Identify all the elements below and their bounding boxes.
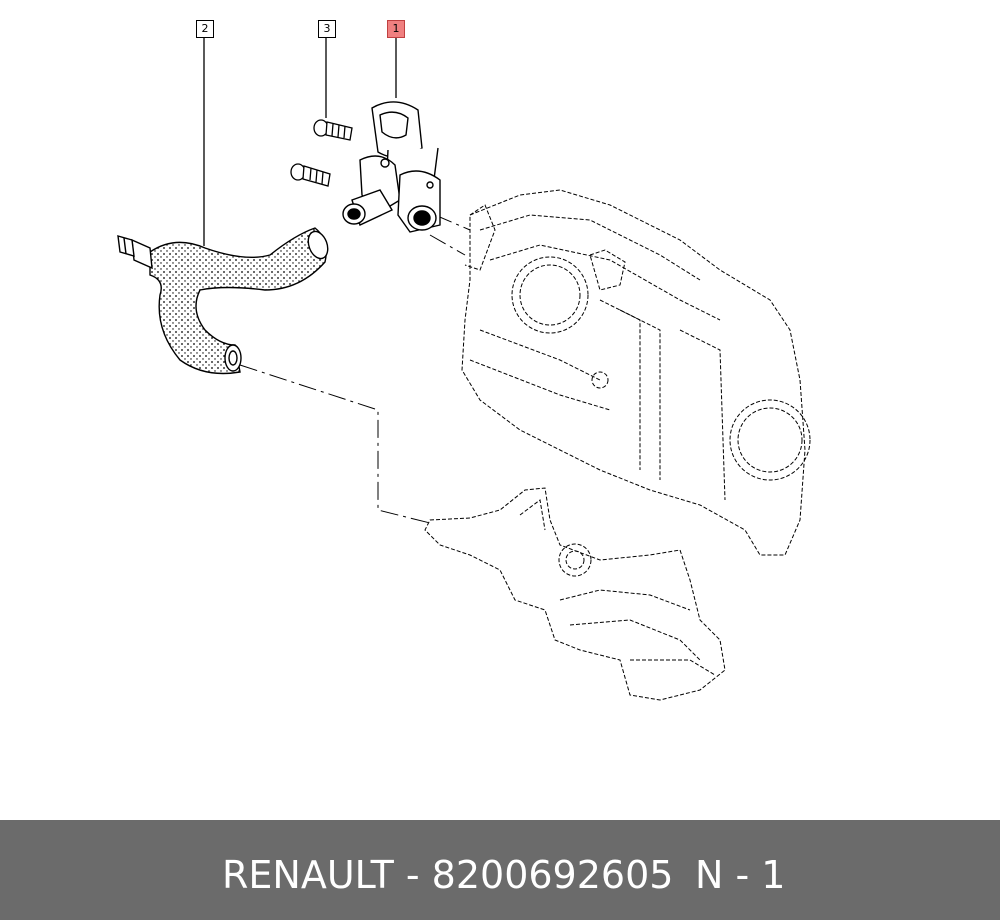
callout-2: 2: [196, 20, 214, 38]
quantity-label: N - 1: [695, 853, 786, 897]
footer-bar: RENAULT - 8200692605 N - 1: [0, 820, 1000, 920]
valve-part-1: [342, 101, 441, 233]
part-number-label: RENAULT - 8200692605: [222, 853, 674, 897]
engine-block-outline: [461, 189, 811, 556]
bolt-part-3b: [290, 163, 331, 187]
connection-lines: [239, 214, 471, 524]
callout-1: 1: [387, 20, 405, 38]
bolt-part-3: [313, 119, 353, 141]
hose-part-2: [117, 227, 329, 375]
callout-3: 3: [318, 20, 336, 38]
parts-diagram: [117, 38, 811, 701]
lower-housing-outline: [424, 487, 726, 701]
